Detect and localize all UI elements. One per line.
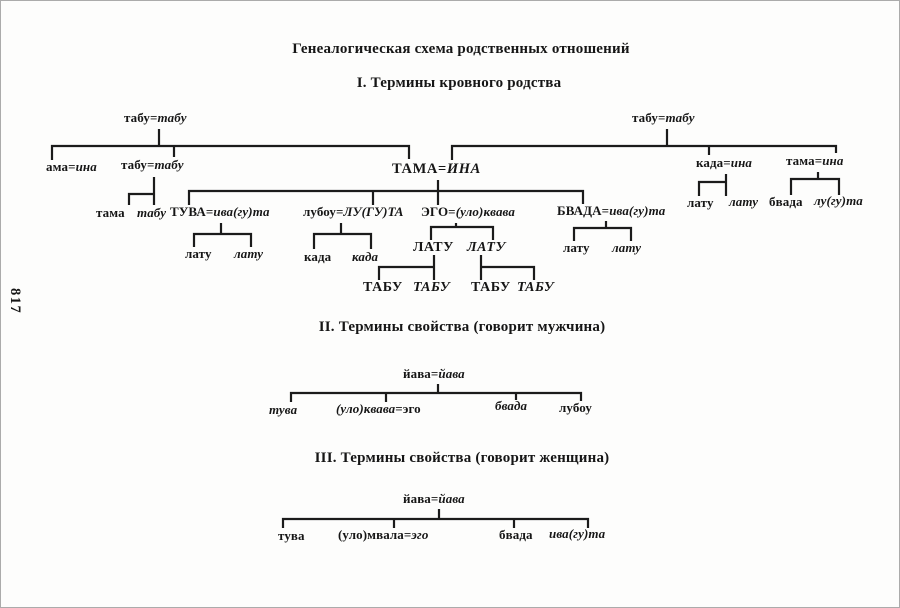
node-bvada-2: бвада: [495, 398, 528, 413]
node-tabu-caps-1: ТАБУ: [363, 280, 403, 295]
node-grandparents-left: табу=табу: [124, 110, 187, 126]
connector-left-sibling-bar: [50, 144, 411, 160]
node-kada-1: када: [304, 249, 332, 264]
node-ulo-mvala-ego: (уло)мвала=эго: [338, 527, 429, 543]
connector-section3-bar: [281, 517, 590, 528]
term-italic: табу: [154, 157, 184, 172]
term-italic: ИНА: [446, 161, 481, 177]
term-upright: ТАМА=: [392, 161, 447, 177]
node-lubou-2: лубоу: [559, 400, 592, 415]
term-upright: тама=: [786, 153, 823, 168]
term-italic: (уло)квава: [455, 204, 515, 219]
connector-bvada-children-bar: [572, 226, 633, 241]
node-bvada-child: бвада: [769, 194, 803, 209]
term-upright: ТУВА=: [170, 204, 214, 219]
node-grandparents-right: табу=табу: [632, 110, 695, 126]
node-tama-child: тама: [96, 205, 125, 220]
node-yava-couple-2: йава=йава: [403, 366, 465, 382]
term-italic: йава: [438, 491, 465, 506]
node-yava-couple-3: йава=йава: [403, 491, 465, 507]
connector-ego-children-bar: [429, 225, 495, 240]
node-tabu-caps-3: ТАБУ: [471, 280, 511, 295]
term-italic: ЛУ(ГУ)ТА: [343, 204, 404, 219]
section3-heading: III. Термины свойства (говорит женщина): [314, 450, 610, 466]
term-upright: табу=: [124, 110, 158, 125]
term-upright: када=: [696, 155, 731, 170]
term-upright: ЭГО=: [421, 204, 456, 219]
page-title: Генеалогическая схема родственных отноше…: [292, 41, 630, 57]
term-upright: БВАДА=: [557, 203, 610, 218]
term-italic: ина: [822, 153, 844, 168]
node-tabu-caps-4: ТАБУ: [517, 280, 555, 295]
node-latu-bvada-1: лату: [563, 240, 590, 255]
node-tabu-tabu-2: табу=табу: [121, 157, 184, 173]
node-latu-caps-2: ЛАТУ: [467, 240, 506, 255]
node-kada-2: када: [352, 249, 379, 264]
connector-latu2-children-bar: [481, 265, 536, 280]
connector-kada-ina-children-bar: [697, 180, 726, 196]
connector-lubou-children-bar: [312, 232, 373, 249]
term-upright: йава=: [403, 491, 439, 506]
connector-tama-ina-small-children-bar: [789, 177, 841, 195]
node-tabu-caps-2: ТАБУ: [413, 280, 451, 295]
section1-heading: I. Термины кровного родства: [356, 75, 562, 91]
connector-right-sibling-bar: [450, 144, 838, 160]
term-italic: табу: [665, 110, 695, 125]
node-bvada-3: бвада: [499, 527, 533, 542]
node-latu-caps-1: ЛАТУ: [413, 240, 454, 255]
term-upright: табу=: [632, 110, 666, 125]
node-tuva-3: тува: [278, 528, 305, 543]
term-italic: эго: [411, 527, 429, 542]
term-upright: ама=: [46, 159, 76, 174]
term-italic: табу: [157, 110, 187, 125]
term-upright: =эго: [395, 401, 421, 416]
page-number: 817: [7, 288, 23, 315]
node-tama-ina-small: тама=ина: [786, 153, 844, 169]
node-latu-tuva-2: лату: [234, 246, 264, 261]
node-latu-kada-2: лату: [729, 194, 759, 209]
term-italic: йава: [438, 366, 465, 381]
term-upright: табу=: [121, 157, 155, 172]
node-lubou-couple: лубоу=ЛУ(ГУ)ТА: [303, 204, 404, 220]
connector-tuva-children-bar: [192, 232, 253, 247]
node-latu-bvada-2: лату: [612, 240, 642, 255]
node-tabu-child: табу: [137, 205, 167, 220]
connector-main-sibling-bar: [187, 189, 585, 205]
connector-latu1-children-bar: [377, 265, 434, 280]
node-latu-tuva-1: лату: [185, 246, 212, 261]
section2-heading: II. Термины свойства (говорит мужчина): [318, 319, 606, 335]
term-italic: ива(гу)та: [213, 204, 270, 219]
node-kada-ina: када=ина: [696, 155, 753, 171]
node-lu-gu-ta: лу(гу)та: [814, 193, 863, 208]
term-upright: (уло)мвала=: [338, 527, 412, 542]
term-italic: ина: [730, 155, 753, 170]
node-latu-kada-1: лату: [687, 195, 714, 210]
term-italic: (уло)квава: [336, 401, 396, 416]
node-ulo-kvava-ego: (уло)квава=эго: [336, 401, 421, 417]
term-italic: ива(гу)та: [609, 203, 666, 218]
term-upright: йава=: [403, 366, 439, 381]
term-italic: ина: [75, 159, 97, 174]
term-upright: лубоу=: [303, 204, 344, 219]
node-bvada-couple: БВАДА=ива(гу)та: [557, 203, 666, 219]
node-tama-ina-parents: ТАМА=ИНА: [392, 161, 481, 178]
connector-tabu2-children-bar: [127, 192, 154, 205]
connector-section2-bar: [289, 391, 583, 402]
node-iva-gu-ta-3: ива(гу)та: [549, 526, 606, 541]
node-tuva-2: тува: [269, 402, 298, 417]
node-ego-couple: ЭГО=(уло)квава: [421, 204, 515, 220]
node-ama-ina: ама=ина: [46, 159, 97, 175]
node-tuva-couple: ТУВА=ива(гу)та: [170, 204, 270, 220]
